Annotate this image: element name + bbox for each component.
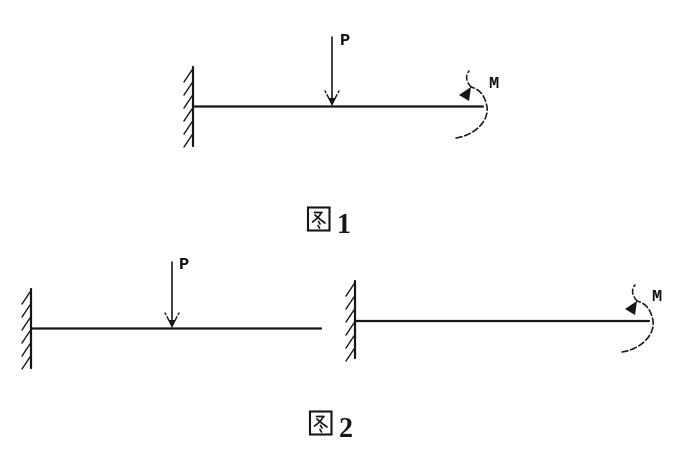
hatch-mark	[345, 283, 355, 297]
hatch-mark	[345, 348, 355, 362]
hatch-mark	[183, 121, 193, 135]
moment-arc	[455, 86, 488, 139]
tu-character-glyph	[306, 206, 331, 232]
fixed-support-icon	[345, 279, 357, 362]
hatch-mark	[345, 322, 355, 336]
hatch-mark	[345, 296, 355, 310]
force-arrowhead-tip	[168, 320, 176, 328]
figure2-drawing	[21, 261, 654, 370]
hatch-mark	[21, 330, 31, 344]
hatch-mark	[21, 304, 31, 318]
hatch-mark	[183, 108, 193, 122]
hatch-mark	[345, 335, 355, 349]
hatch-mark	[183, 95, 193, 109]
support-hatching	[21, 291, 31, 370]
hatch-mark	[21, 343, 31, 357]
down-arrow-icon	[164, 261, 180, 328]
hatch-mark	[21, 291, 31, 305]
fixed-support-icon	[21, 287, 33, 370]
support-hatching	[345, 283, 355, 362]
curved-arrow-icon	[455, 70, 488, 139]
figure1-caption: 1 图 1	[306, 204, 351, 239]
tu-enclosure	[306, 206, 331, 232]
moment-arc-tail	[631, 284, 638, 302]
moment-arc-tail	[465, 70, 472, 88]
curved-arrow-icon	[621, 284, 654, 353]
hatch-mark	[183, 69, 193, 83]
force-label-fig1: P	[340, 32, 351, 51]
support-hatching	[183, 69, 193, 148]
moment-arrowhead	[625, 301, 637, 315]
hatch-mark	[345, 309, 355, 323]
tu-inner-strokes	[313, 415, 328, 433]
down-arrow-icon	[324, 36, 340, 106]
hatch-mark	[183, 82, 193, 96]
moment-arc	[621, 300, 654, 353]
tu-inner-strokes	[311, 211, 326, 229]
hatch-mark	[21, 317, 31, 331]
figure1-caption-number: 1	[337, 209, 351, 240]
hatch-mark	[183, 134, 193, 148]
moment-label-fig1: M	[489, 75, 500, 94]
figure2-caption-number: 2	[339, 413, 353, 444]
figure1-drawing	[183, 36, 488, 148]
fixed-support-icon	[183, 65, 195, 148]
force-arrowhead-tip	[328, 98, 336, 106]
moment-label-fig2: M	[652, 288, 663, 307]
tu-character-glyph	[308, 410, 333, 436]
hatch-mark	[21, 356, 31, 370]
figure2-caption: 2 图 2	[308, 408, 353, 443]
force-label-fig2: P	[179, 256, 190, 275]
moment-arrowhead	[459, 87, 471, 101]
tu-enclosure	[308, 410, 333, 436]
